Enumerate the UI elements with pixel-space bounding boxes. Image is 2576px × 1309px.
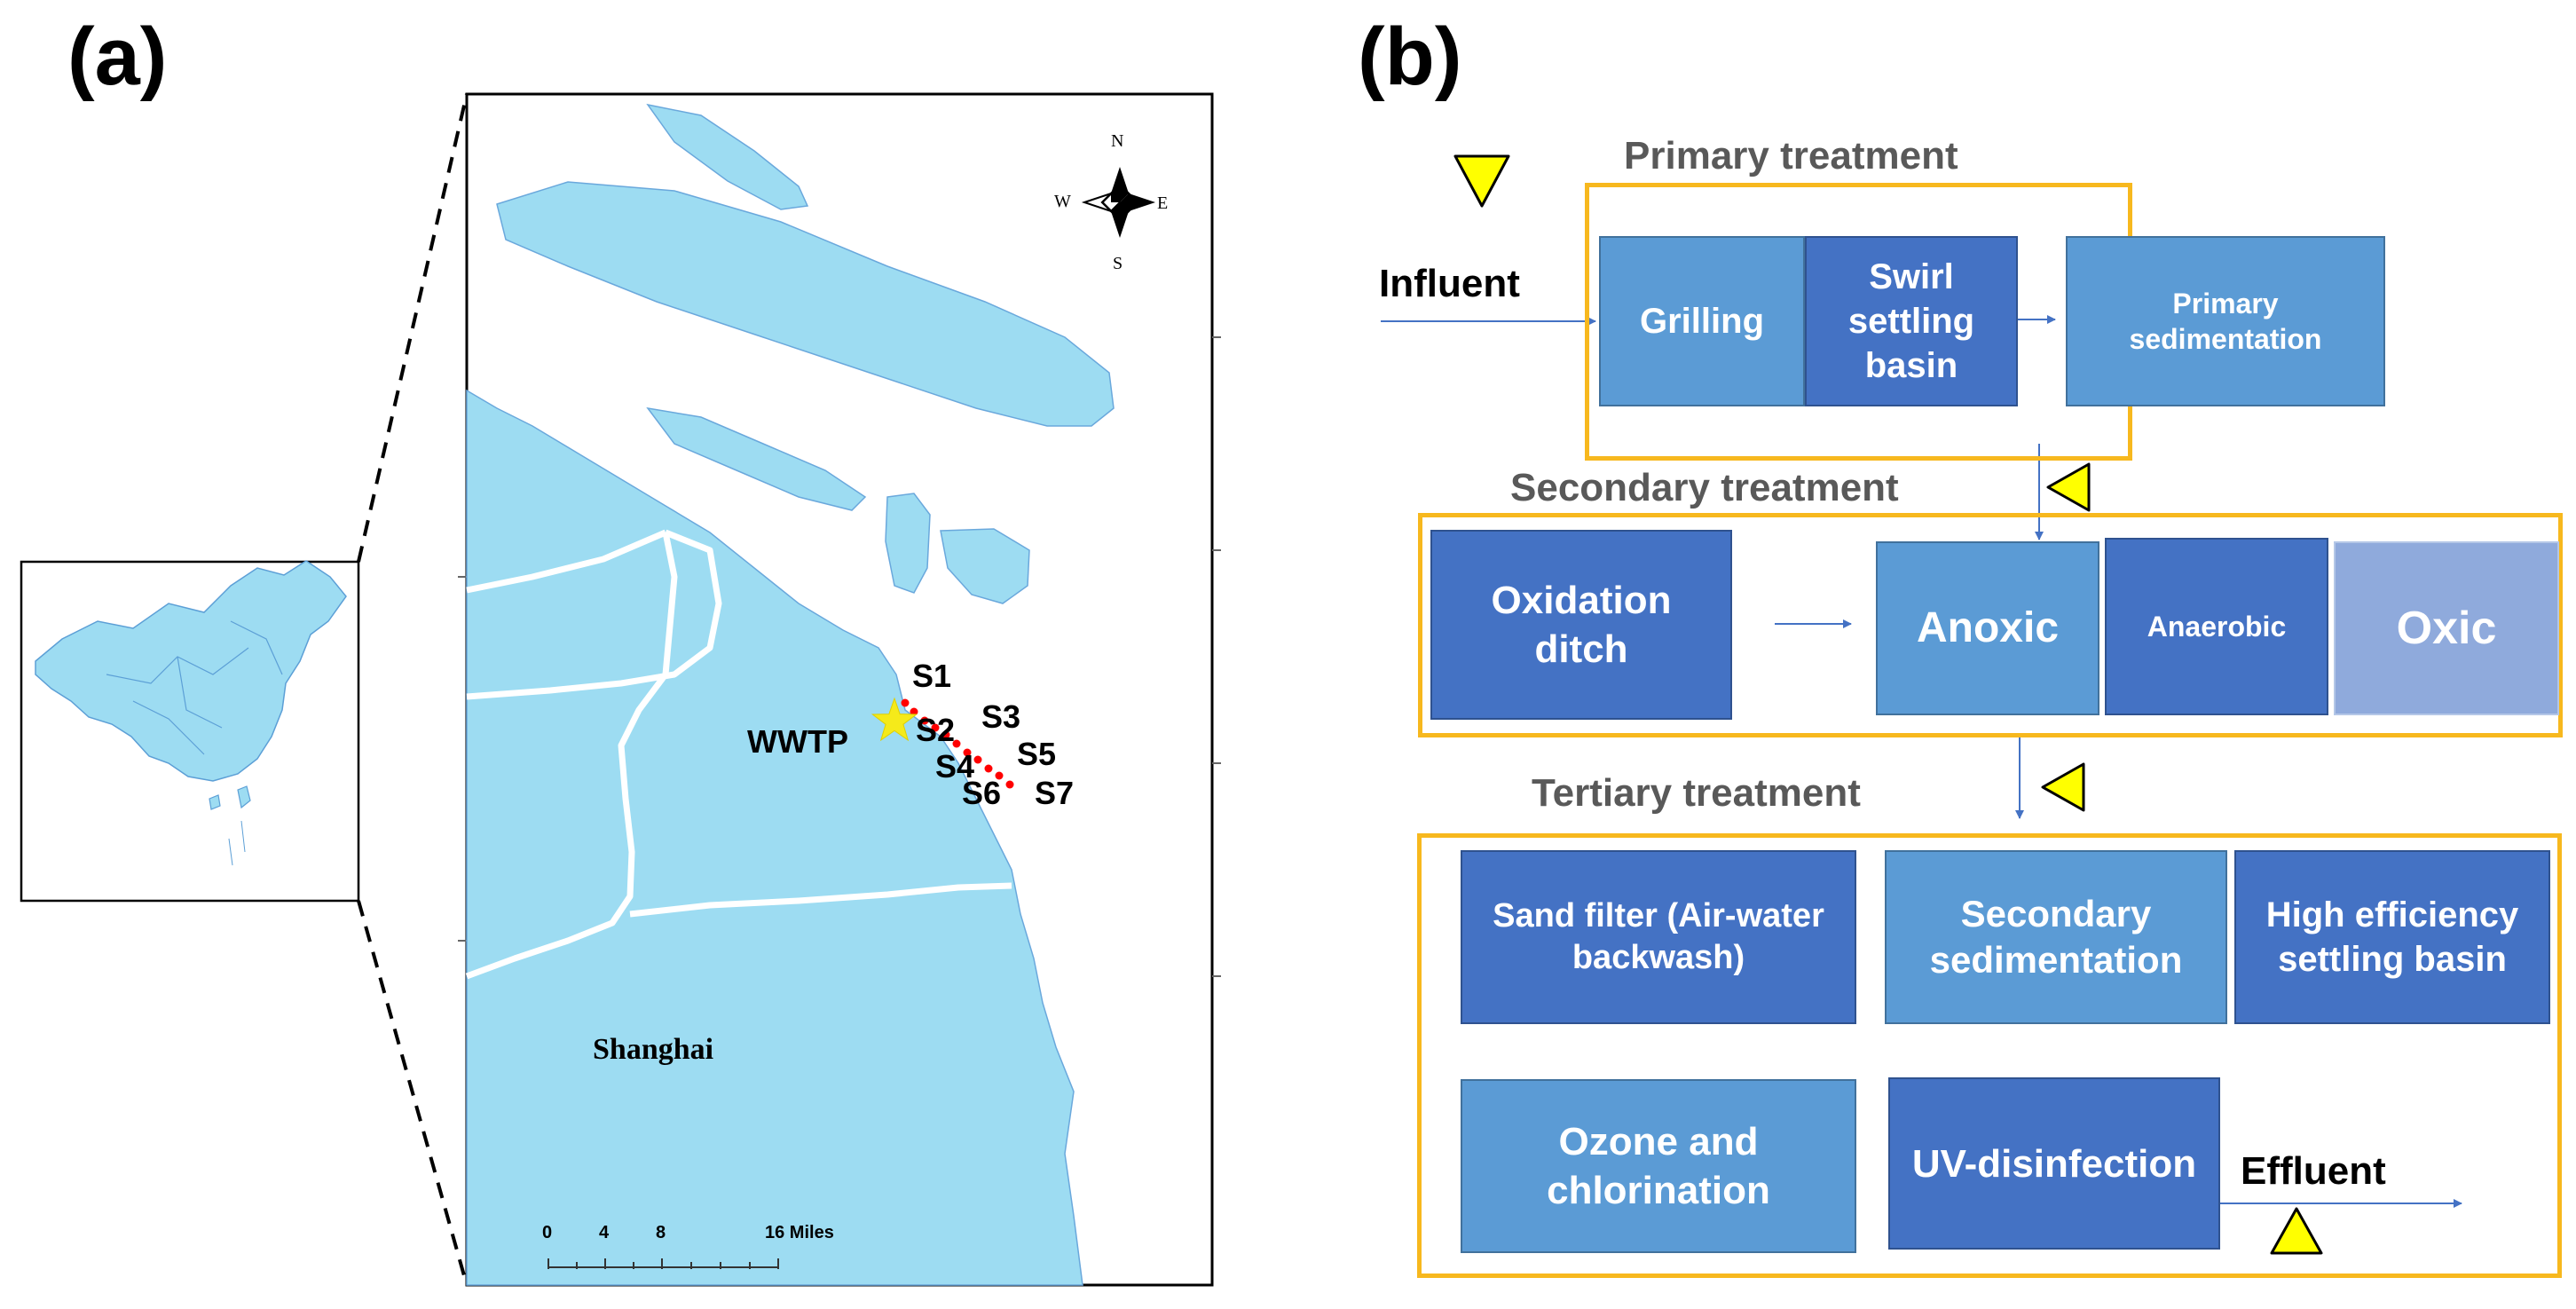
site-label-s1: S1 (912, 658, 952, 694)
shanghai-map (458, 92, 1221, 1287)
sampling-marker-influent-icon (1453, 154, 1510, 208)
sampling-marker-tertiary-icon (2041, 762, 2085, 812)
wwtp-star-icon (870, 697, 918, 742)
tertiary-treatment-frame (1417, 833, 2562, 1278)
sampling-marker-secondary-icon (2046, 462, 2091, 512)
primary-sedimentation-box: Primary sedimentation (2066, 236, 2385, 406)
sampling-marker-effluent-icon (2270, 1207, 2323, 1255)
compass-west-label: W (1054, 192, 1071, 211)
site-label-s7: S7 (1035, 775, 1075, 811)
effluent-label: Effluent (2241, 1149, 2386, 1193)
secondary-sedimentation-box: Secondary sedimentation (1885, 850, 2227, 1024)
panel-a-label: (a) (67, 12, 168, 102)
site-label-s3: S3 (981, 698, 1021, 735)
grilling-box: Grilling (1599, 236, 1805, 406)
zoom-line-bottom (357, 900, 469, 1286)
primary-treatment-title: Primary treatment (1624, 134, 1958, 177)
oxidation-ditch-box: Oxidation ditch (1430, 530, 1732, 720)
scale-bar (547, 1258, 779, 1269)
sand-filter-box: Sand filter (Air-water backwash) (1461, 850, 1856, 1024)
uv-disinfection-box: UV-disinfection (1888, 1077, 2220, 1250)
panel-b-label: (b) (1358, 12, 1462, 102)
site-label-s5: S5 (1017, 736, 1057, 772)
secondary-treatment-title: Secondary treatment (1510, 466, 1899, 509)
scale-label-4: 4 (599, 1223, 610, 1242)
secondary-treatment-frame (1418, 513, 2563, 737)
oxic-box: Oxic (2334, 541, 2559, 715)
influent-label: Influent (1379, 262, 1520, 305)
wwtp-label: WWTP (747, 723, 848, 760)
anoxic-box: Anoxic (1876, 541, 2099, 715)
site-label-s2: S2 (916, 712, 956, 748)
city-label: Shanghai (593, 1033, 714, 1066)
ozone-chlorination-box: Ozone and chlorination (1461, 1079, 1856, 1253)
anaerobic-box: Anaerobic (2105, 538, 2328, 715)
site-label-s4: S4 (935, 748, 975, 785)
map-graphic (20, 92, 1221, 1287)
tertiary-treatment-title: Tertiary treatment (1532, 771, 1861, 815)
high-efficiency-settling-basin-box: High efficiency settling basin (2234, 850, 2550, 1024)
compass-rose-icon (1081, 167, 1155, 238)
swirl-settling-basin-box: Swirl settling basin (1805, 236, 2018, 406)
zoom-line-top (357, 93, 469, 563)
scale-label-16: 16 Miles (765, 1223, 834, 1242)
compass-north-label: N (1111, 131, 1124, 151)
scale-label-0: 0 (542, 1223, 553, 1242)
compass-south-label: S (1113, 254, 1123, 273)
compass-east-label: E (1157, 193, 1169, 213)
sampling-site-dots (901, 698, 1014, 789)
flow-graphic (1381, 154, 2462, 1255)
scale-label-8: 8 (656, 1223, 666, 1242)
site-label-s6: S6 (962, 775, 1002, 811)
china-inset-map (20, 560, 360, 903)
